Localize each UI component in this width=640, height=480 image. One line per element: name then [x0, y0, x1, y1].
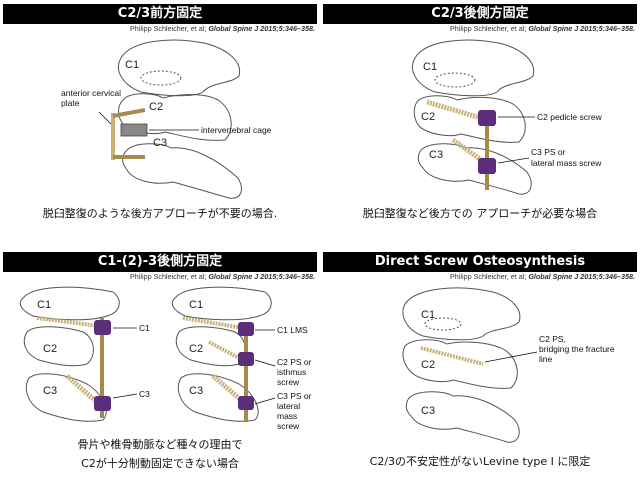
- left-c1-tulip-head: [94, 320, 111, 335]
- screw-leader: [484, 351, 538, 363]
- c2-tulip-head: [478, 110, 496, 126]
- c1-label: C1: [421, 309, 435, 321]
- c2-outline: [413, 95, 526, 143]
- panel-title: Direct Screw Osteosynthesis: [323, 252, 637, 272]
- c1-outline: [118, 39, 241, 97]
- direct-screw-illustration: C1 C2 C3 C2 PS, bridging the fracture li…: [402, 287, 615, 443]
- right-c1-screw-label: C1 LMS: [277, 325, 308, 335]
- right-c2-screw-label-2: isthmus: [277, 367, 306, 377]
- right-c3-screw-label-3: mass: [277, 411, 297, 421]
- right-c1-screw: [182, 316, 244, 330]
- left-c3-screw-label: C3: [139, 389, 150, 399]
- screw-label-3: line: [539, 354, 553, 364]
- posterolateral-fixation-illustration: C1 C2 C3 C2 pedicle screw C3 PS or later…: [412, 39, 603, 195]
- right-c2-leader: [254, 359, 276, 367]
- intervertebral-cage: [120, 123, 148, 137]
- c2-label: C2: [421, 359, 435, 371]
- panel-direct-screw-osteosynthesis: Direct Screw Osteosynthesis Philipp Schl…: [323, 248, 637, 480]
- c2-label: C2: [149, 101, 163, 113]
- left-c1-label: C1: [37, 299, 51, 311]
- right-c1-label: C1: [189, 299, 203, 311]
- panel-title: C2/3前方固定: [3, 4, 317, 24]
- right-c2-screw-label-1: C2 PS or: [277, 357, 312, 367]
- c3-label: C3: [153, 137, 167, 149]
- right-c3-screw-label-4: screw: [277, 421, 300, 431]
- c1-label: C1: [125, 59, 139, 71]
- left-c3-label: C3: [43, 385, 57, 397]
- left-c3-tulip-head: [94, 396, 111, 411]
- right-c2-tulip-head: [238, 352, 254, 366]
- c2-screw-label: C2 pedicle screw: [537, 112, 603, 122]
- dens-outline: [434, 72, 476, 88]
- caption: 脱臼整復のような後方アプローチが不要の場合.: [42, 207, 278, 220]
- left-c3-screw: [65, 374, 101, 406]
- c2-ps-screw: [420, 346, 484, 366]
- panel-posterolateral-fixation: C2/3後側方固定 Philipp Schleicher, et al; Glo…: [323, 0, 637, 232]
- right-c3-screw-label-1: C3 PS or: [277, 391, 312, 401]
- c3-tulip-head: [478, 158, 496, 174]
- left-c1-screw: [36, 316, 100, 328]
- dens-outline: [140, 70, 182, 86]
- citation: Philipp Schleicher, et al; Global Spine …: [130, 272, 315, 281]
- c2-outline: [402, 339, 518, 389]
- c3-outline: [417, 143, 532, 195]
- right-c3-outline: [177, 373, 259, 422]
- right-c2-screw: [208, 340, 240, 360]
- c1-outline: [412, 39, 535, 97]
- left-c1-screw-label: C1: [139, 323, 150, 333]
- citation: Philipp Schleicher, et al; Global Spine …: [130, 24, 315, 33]
- c1-c3-fixation-illustration: C1 C2 C3 C1 C3 C1 C2 C3 C1 LMS C2 PS or …: [19, 286, 312, 431]
- caption-line-2: C2が十分制動固定できない場合: [81, 457, 239, 470]
- dens-outline: [424, 317, 462, 331]
- anterior-fixation-illustration: C1 C2 C3 anterior cervical plate interve…: [61, 39, 272, 199]
- right-c1-tulip-head: [238, 322, 254, 336]
- right-c1-outline: [171, 286, 272, 321]
- plate-leader: [98, 111, 112, 125]
- c3-screw-label-1: C3 PS or: [531, 147, 566, 157]
- panel-anterior-fixation: C2/3前方固定 Philipp Schleicher, et al; Glob…: [3, 0, 317, 232]
- screw-label-1: C2 PS,: [539, 334, 566, 344]
- c3-outline: [122, 143, 242, 199]
- right-c3-leader: [254, 397, 276, 405]
- c2-label: C2: [421, 111, 435, 123]
- c1-label: C1: [423, 61, 437, 73]
- c3-outline: [405, 391, 520, 443]
- plate-label-1: anterior cervical: [61, 88, 121, 98]
- plate-label-2: plate: [61, 98, 80, 108]
- right-c3-label: C3: [189, 385, 203, 397]
- left-c1-outline: [19, 286, 120, 321]
- panel-c1-c3-fixation: C1-(2)-3後側方固定 Philipp Schleicher, et al;…: [3, 248, 317, 480]
- c3-screw-label-2: lateral mass screw: [531, 158, 602, 168]
- left-c3-leader: [112, 393, 138, 399]
- c1-outline: [402, 287, 521, 341]
- left-c2-label: C2: [43, 343, 57, 355]
- right-c3-screw-label-2: lateral: [277, 401, 300, 411]
- right-c2-label: C2: [189, 343, 203, 355]
- right-c3-tulip-head: [238, 396, 254, 410]
- plate-screws: [112, 108, 146, 159]
- c3-label: C3: [421, 405, 435, 417]
- panel-title: C2/3後側方固定: [323, 4, 637, 24]
- cage-label: intervertebral cage: [201, 125, 272, 135]
- c3-label: C3: [429, 149, 443, 161]
- left-c2-outline: [23, 326, 94, 367]
- caption-line-1: 骨片や椎骨動脈など種々の理由で: [77, 438, 243, 451]
- c2-pedicle-screw: [426, 99, 482, 121]
- right-c2-outline: [175, 326, 246, 367]
- panel-title: C1-(2)-3後側方固定: [3, 252, 317, 272]
- citation: Philipp Schleicher, et al; Global Spine …: [450, 272, 635, 281]
- caption: C2/3の不安定性がないLevine type Ⅰ に限定: [369, 455, 591, 468]
- right-c3-screw: [211, 374, 243, 402]
- caption: 脱臼整復など後方での アプローチが必要な場合: [362, 207, 598, 220]
- citation: Philipp Schleicher, et al; Global Spine …: [450, 24, 635, 33]
- right-c2-screw-label-3: screw: [277, 377, 300, 387]
- screw-label-2: bridging the fracture: [539, 344, 615, 354]
- c3-screw-leader: [497, 157, 530, 164]
